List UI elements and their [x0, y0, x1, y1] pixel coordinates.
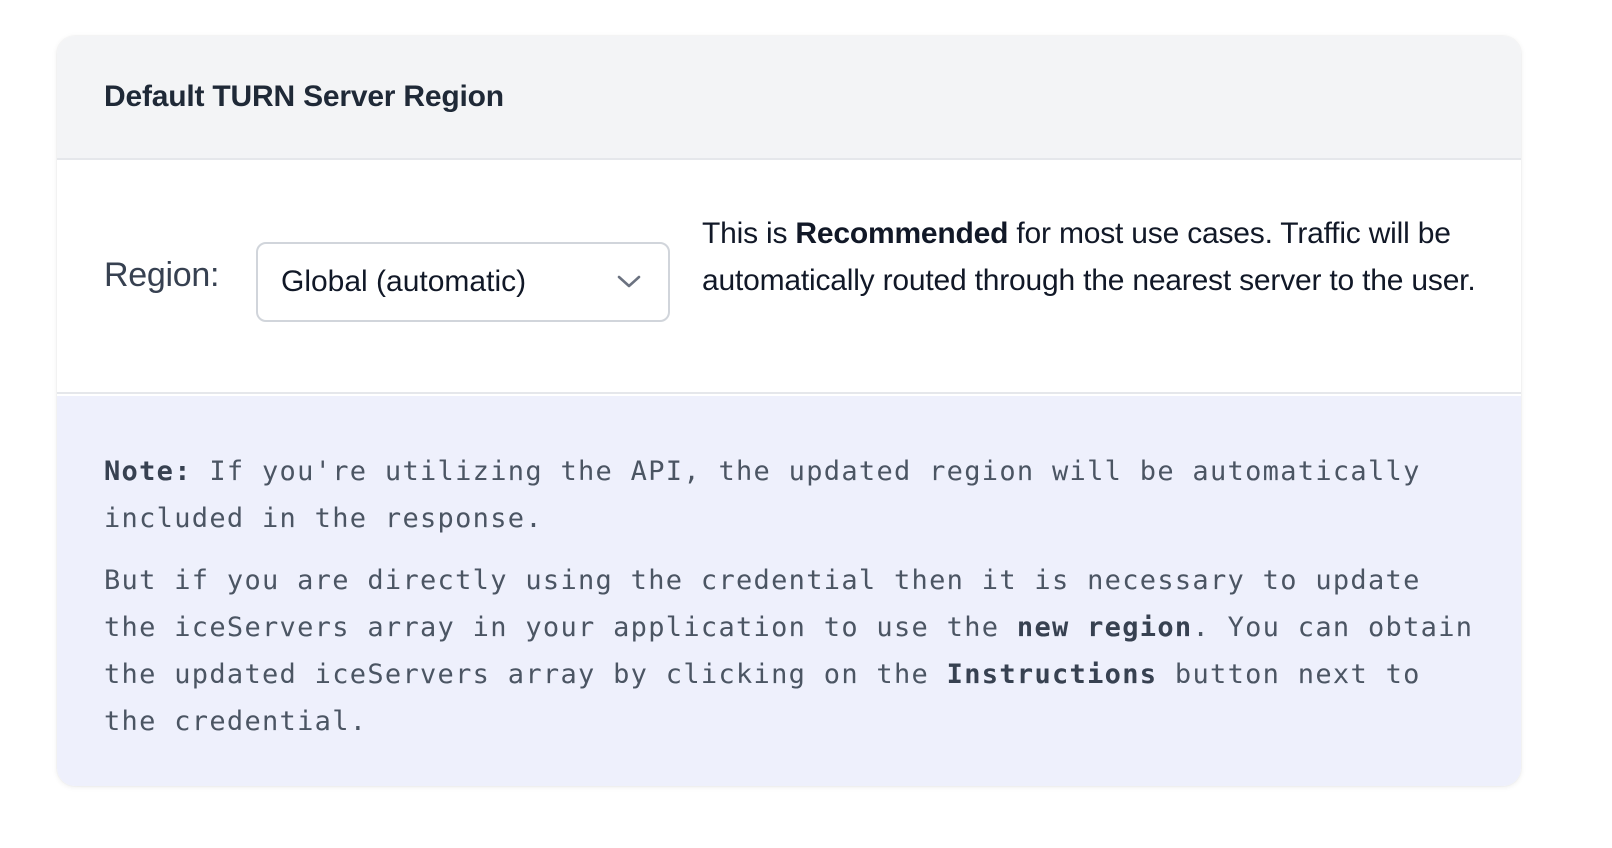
note-credential-text-3: button next to the credential. — [104, 659, 1421, 737]
region-select-value: Global (automatic) — [281, 265, 527, 298]
note-section: Note: If you're utilizing the API, the u… — [57, 396, 1521, 786]
card-header: Default TURN Server Region — [57, 36, 1521, 160]
chevron-down-icon — [616, 274, 642, 290]
turn-region-card: Default TURN Server Region Region: Globa… — [57, 36, 1521, 786]
note-label: Note: — [104, 456, 192, 487]
description-prefix: This is — [702, 217, 796, 250]
region-settings-body: Region: Global (automatic) This is Recom… — [57, 160, 1521, 394]
note-api-text: If you're utilizing the API, the updated… — [104, 456, 1421, 534]
note-credential-text-2: . You can obtain the updated iceServers … — [104, 612, 1474, 690]
region-description: This is Recommended for most use cases. … — [702, 210, 1492, 304]
instructions-emphasis: Instructions — [946, 659, 1158, 690]
note-credential-text-1: But if you are directly using the creden… — [104, 565, 1421, 643]
recommended-emphasis: Recommended — [795, 217, 1009, 250]
description-suffix: for most use cases. Traffic will be auto… — [702, 217, 1476, 297]
note-paragraph-credential: But if you are directly using the creden… — [104, 557, 1474, 745]
note-paragraph-api: Note: If you're utilizing the API, the u… — [104, 448, 1474, 542]
new-region-emphasis: new region — [1016, 612, 1193, 643]
region-label: Region: — [104, 256, 220, 294]
region-select[interactable]: Global (automatic) — [256, 242, 670, 322]
card-title: Default TURN Server Region — [104, 80, 504, 113]
